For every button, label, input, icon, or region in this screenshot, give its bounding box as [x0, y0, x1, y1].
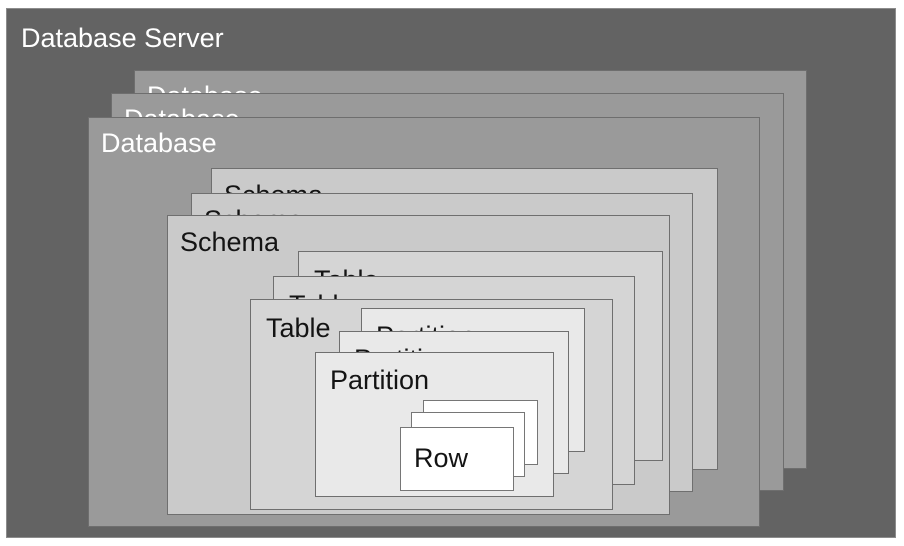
schema-label: Schema — [180, 227, 280, 257]
database-server-box: Database Server Database Database Databa… — [6, 8, 896, 538]
partition-box-front: Partition Row — [315, 352, 554, 497]
row-label: Row — [414, 443, 469, 473]
row-box-front: Row — [400, 427, 514, 491]
database-server-label: Database Server — [21, 23, 224, 53]
database-label: Database — [101, 128, 217, 158]
partition-label: Partition — [330, 365, 430, 395]
table-label: Table — [266, 313, 331, 343]
schema-box-front: Schema Table Table Table Partition Parti… — [167, 215, 670, 515]
database-box-front: Database Schema Schema Schema Table Tabl… — [88, 117, 760, 527]
table-box-front: Table Partition Partition Partition Row — [250, 299, 613, 510]
